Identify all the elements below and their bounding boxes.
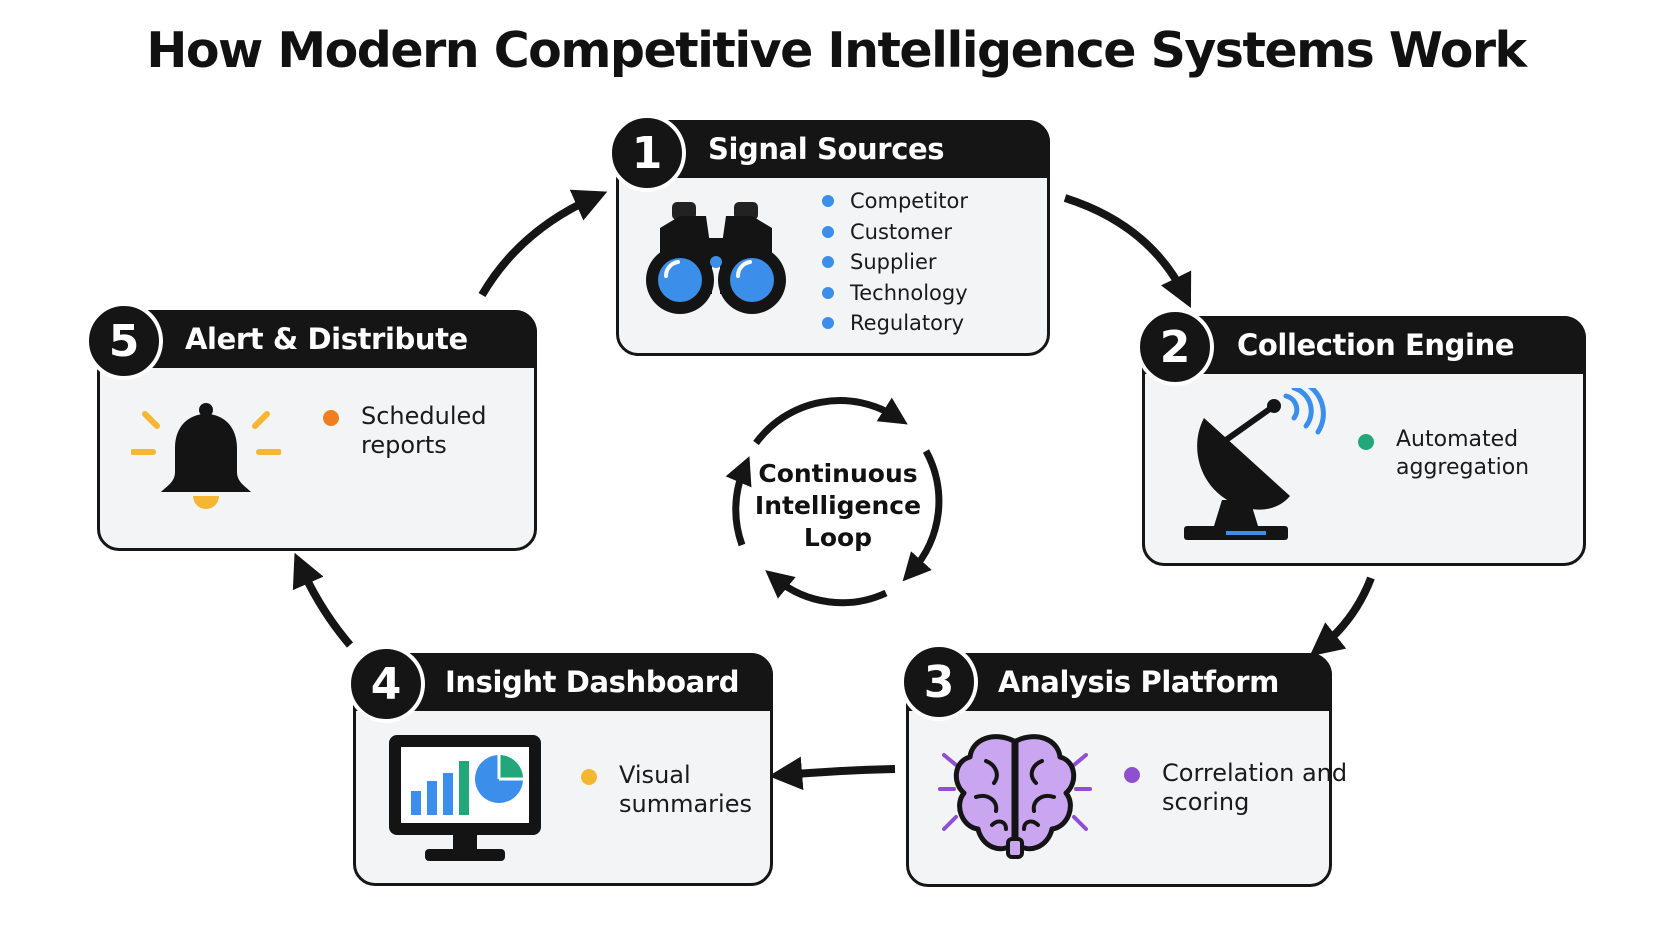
list-item-label: Regulatory [850, 311, 965, 335]
bullet [581, 769, 597, 785]
bullet [323, 410, 339, 426]
step-title: Signal Sources [708, 132, 945, 166]
card-header: Signal Sources [616, 120, 1050, 178]
bullet [1358, 434, 1374, 450]
step-number-badge: 1 [608, 114, 686, 192]
center-loop-label: Continuous Intelligence Loop [754, 459, 922, 552]
step-title: Analysis Platform [998, 665, 1279, 699]
arrow-step3-to-step4 [768, 756, 896, 791]
arrow-step4-to-step5 [292, 552, 354, 648]
bullet [1124, 767, 1140, 783]
step-card-alert-distribute: Alert & Distribute 5 Scheduled reports [85, 302, 537, 551]
arrow-step2-to-step3 [1309, 576, 1375, 657]
step-description: Correlation and scoring [1124, 759, 1362, 817]
list-item: Competitor [822, 186, 968, 217]
bell-icon [131, 403, 281, 509]
list-item: Customer [822, 217, 968, 248]
list-item-label: Customer [850, 219, 953, 244]
bullet [822, 225, 834, 238]
step-number-badge: 5 [85, 302, 163, 380]
card-header: Alert & Distribute [97, 310, 537, 368]
brain-icon [938, 734, 1092, 859]
step-description: Visual summaries [581, 761, 769, 819]
step-card-signal-sources: Signal Sources 1 Competitor Customer Sup… [608, 114, 1050, 356]
list-item: Technology [822, 278, 968, 309]
step-card-insight-dashboard: Insight Dashboard 4 Visual summaries [347, 645, 773, 886]
step-title: Alert & Distribute [185, 322, 468, 356]
list-item: Supplier [822, 247, 968, 278]
step-card-collection-engine: Collection Engine 2 Automated aggregatio… [1136, 308, 1586, 566]
step-card-analysis-platform: Analysis Platform 3 Correlation and scor… [900, 643, 1347, 887]
arrow-step1-to-step2 [1063, 194, 1192, 309]
step-number-badge: 3 [900, 643, 978, 721]
list-item-label: Supplier [850, 250, 937, 274]
description-text: Correlation and scoring [1162, 759, 1348, 816]
step-title: Collection Engine [1237, 328, 1515, 362]
description-text: Scheduled reports [361, 402, 487, 459]
bullet [822, 256, 834, 268]
monitor-chart-icon [389, 735, 541, 861]
step-number-badge: 2 [1136, 308, 1214, 386]
bullet [822, 317, 834, 329]
signal-source-list: Competitor Customer Supplier Technology … [822, 186, 968, 339]
cycle-arrows-icon [725, 397, 943, 607]
bullet [822, 286, 834, 299]
diagram-title: How Modern Competitive Intelligence Syst… [146, 22, 1527, 79]
binoculars-icon [646, 202, 786, 314]
arrow-step5-to-step1 [478, 189, 608, 298]
list-item: Regulatory [822, 308, 968, 339]
step-description: Scheduled reports [323, 402, 511, 460]
list-item-label: Technology [850, 280, 968, 305]
description-text: Automated aggregation [1396, 427, 1530, 480]
step-title: Insight Dashboard [445, 665, 740, 699]
card-header: Collection Engine [1142, 316, 1586, 374]
description-text: Visual summaries [619, 761, 752, 818]
step-number-badge: 4 [347, 645, 425, 723]
satellite-dish-icon [1184, 388, 1326, 540]
bullet [822, 195, 834, 207]
step-description: Automated aggregation [1358, 426, 1596, 482]
list-item-label: Competitor [850, 189, 969, 213]
